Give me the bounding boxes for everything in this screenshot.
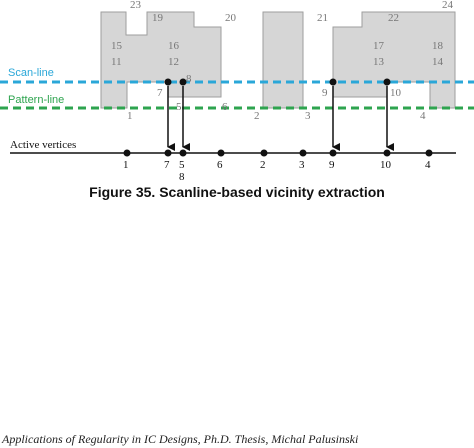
active-label-9: 9	[329, 159, 335, 171]
scan-line-label: Scan-line	[8, 67, 54, 79]
active-vertex-1	[123, 149, 131, 157]
active-label-3: 3	[299, 159, 305, 171]
pattern-line-label: Pattern-line	[8, 94, 64, 106]
vertex-label-15: 15	[111, 40, 123, 52]
vertex-label-24: 24	[442, 0, 454, 11]
page-footer: Applications of Regularity in IC Designs…	[2, 432, 359, 446]
left-polygon	[100, 11, 222, 109]
scan-vertex-7	[164, 78, 172, 86]
active-label-2: 2	[260, 159, 266, 171]
vertex-label-23: 23	[130, 0, 142, 11]
active-vertices-label: Active vertices	[10, 139, 76, 151]
active-vertex-5-8	[179, 149, 187, 157]
vertex-label-2: 2	[254, 110, 260, 122]
active-label-5: 5	[179, 159, 185, 171]
vertex-label-22: 22	[388, 12, 399, 24]
active-vertex-2	[260, 149, 268, 157]
vertex-label-17: 17	[373, 40, 385, 52]
scan-vertex-8	[179, 78, 187, 86]
vertex-label-7: 7	[157, 87, 163, 99]
middle-polygon	[262, 11, 304, 109]
active-vertex-3	[299, 149, 307, 157]
active-vertex-6	[217, 149, 225, 157]
scan-vertex-10	[383, 78, 391, 86]
vertex-label-19: 19	[152, 12, 164, 24]
figure-caption: Figure 35. Scanline-based vicinity extra…	[89, 184, 385, 200]
vertex-label-4: 4	[420, 110, 426, 122]
active-vertex-10	[383, 149, 391, 157]
vertex-label-13: 13	[373, 56, 385, 68]
vertex-label-14: 14	[432, 56, 444, 68]
vertex-label-8: 8	[186, 73, 192, 85]
vertex-label-20: 20	[225, 12, 237, 24]
active-vertex-7	[164, 149, 172, 157]
vertex-label-21: 21	[317, 12, 328, 24]
vertex-label-9: 9	[322, 87, 328, 99]
scan-vertex-9	[329, 78, 337, 86]
vertex-label-3: 3	[305, 110, 311, 122]
active-label-1: 1	[123, 159, 129, 171]
active-vertex-4	[425, 149, 433, 157]
active-label-10: 10	[380, 159, 392, 171]
vertex-label-11: 11	[111, 56, 122, 68]
vertex-label-18: 18	[432, 40, 444, 52]
vertex-label-16: 16	[168, 40, 180, 52]
vertex-label-5: 5	[176, 101, 182, 113]
active-label-6: 6	[217, 159, 223, 171]
active-label-4: 4	[425, 159, 431, 171]
vertex-label-6: 6	[222, 101, 228, 113]
active-label-8: 8	[179, 171, 185, 180]
vertex-label-12: 12	[168, 56, 179, 68]
active-vertex-9	[329, 149, 337, 157]
active-label-7: 7	[164, 159, 170, 171]
vertex-label-10: 10	[390, 87, 402, 99]
vertex-label-1: 1	[127, 110, 133, 122]
scanline-diagram: Scan-line Pattern-line 23 19 20 15 16 11…	[0, 0, 474, 180]
